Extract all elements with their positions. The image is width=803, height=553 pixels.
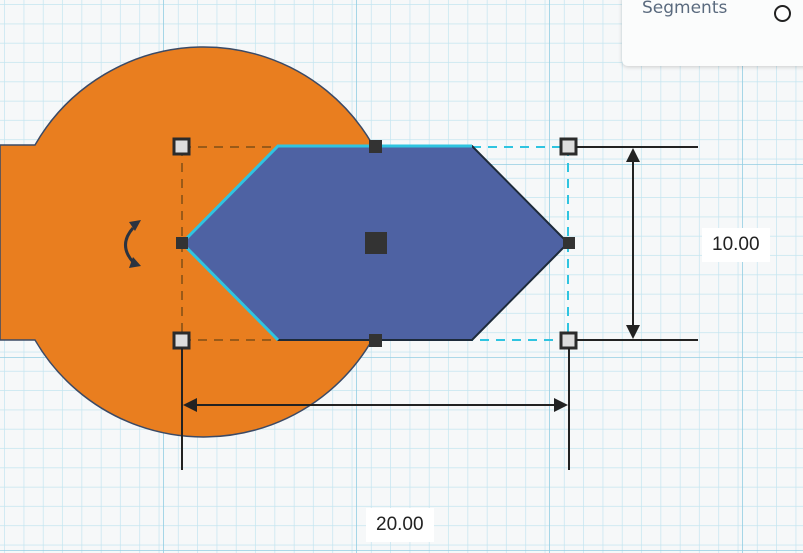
- selection-outline: [180, 144, 472, 245]
- corner-handles[interactable]: [172, 137, 578, 350]
- corner-handle-bottom-right[interactable]: [559, 331, 578, 350]
- corner-handle-top-right[interactable]: [559, 137, 578, 156]
- edge-handle-bottom[interactable]: [369, 334, 382, 347]
- shape-properties-panel: Segments: [622, 0, 803, 66]
- rotate-handle-icon[interactable]: [124, 220, 142, 268]
- edge-handle-top[interactable]: [369, 140, 382, 153]
- selection-outline: [180, 241, 280, 342]
- edge-handle-left[interactable]: [176, 237, 188, 249]
- height-dimension-lines: [576, 146, 698, 341]
- width-dimension-input[interactable]: 20.00: [366, 508, 434, 542]
- edge-handles[interactable]: [176, 140, 575, 347]
- segments-radio[interactable]: [774, 5, 791, 22]
- height-dimension-input[interactable]: 10.00: [702, 228, 770, 262]
- edge-handle-right[interactable]: [563, 237, 575, 249]
- corner-handle-bottom-left[interactable]: [172, 331, 191, 350]
- segments-label: Segments: [642, 0, 728, 18]
- corner-handle-top-left[interactable]: [172, 137, 191, 156]
- width-dimension-lines: [181, 348, 570, 470]
- center-handle[interactable]: [365, 232, 387, 254]
